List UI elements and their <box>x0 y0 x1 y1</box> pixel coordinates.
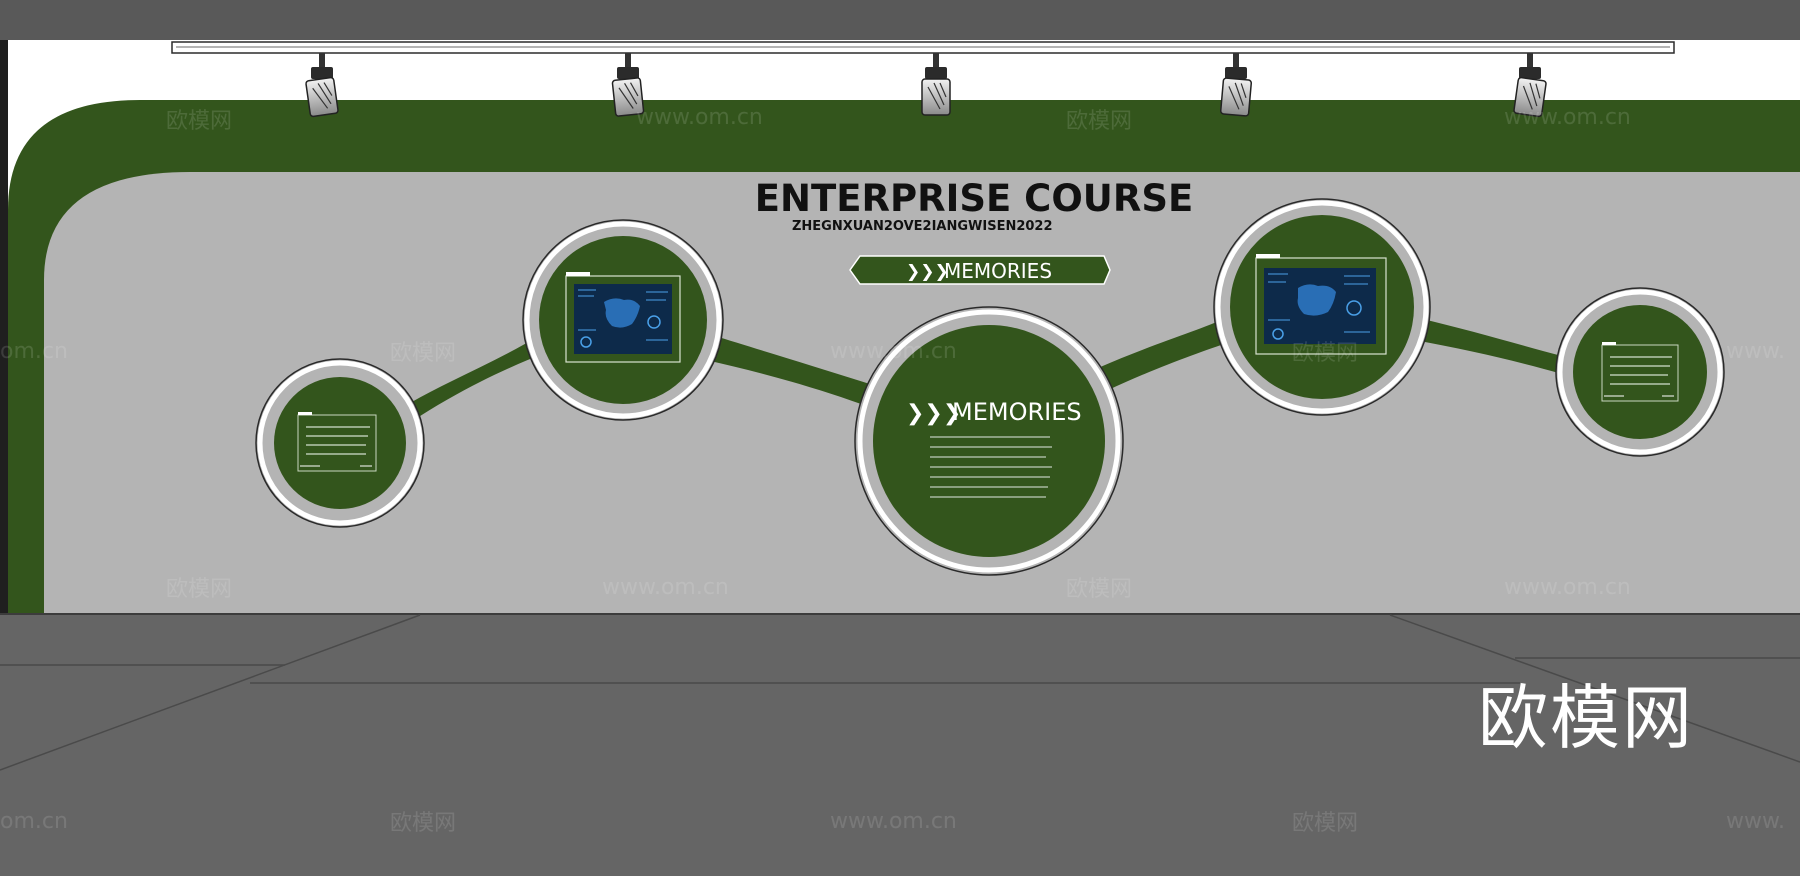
spotlight <box>921 53 951 116</box>
watermark-url: www.om.cn <box>830 339 957 364</box>
dashboard-widgets <box>1268 273 1370 333</box>
dashboard-widgets <box>578 289 668 341</box>
floor <box>0 614 1800 876</box>
screen-bezel <box>1255 257 1387 355</box>
watermark-brand: 欧模网 <box>390 341 456 366</box>
watermark-brand: 欧模网 <box>1066 577 1132 602</box>
banner-label: MEMORIES <box>944 259 1052 283</box>
medallion-center: ❯❯❯ MEMORIES <box>854 306 1124 576</box>
watermark-url: www.om.cn <box>830 809 957 834</box>
watermark-url: www.om.cn <box>602 575 729 600</box>
ribbon-1 <box>410 335 548 420</box>
spotlight <box>1513 53 1547 118</box>
center-chevrons: ❯❯❯ <box>906 401 961 426</box>
watermark-brand: 欧模网 <box>1066 109 1132 134</box>
medallion-1 <box>255 358 425 528</box>
banner-chevrons: ❯❯❯ <box>906 262 949 282</box>
medallion-5 <box>1555 287 1725 457</box>
watermark-url-prefix: www. <box>1726 809 1785 834</box>
watermark-url-partial: om.cn <box>0 339 68 364</box>
text-frame <box>297 414 377 472</box>
ribbon-2 <box>706 335 876 408</box>
left-edge <box>0 40 8 615</box>
floor-line <box>1389 614 1800 763</box>
center-text-lines <box>930 436 1052 498</box>
watermark-url: www.om.cn <box>1504 575 1631 600</box>
watermark-brand: 欧模网 <box>166 109 232 134</box>
screen-bezel <box>565 275 681 363</box>
watermark-url: www.om.cn <box>636 105 763 130</box>
watermark-brand: 欧模网 <box>1292 341 1358 366</box>
memories-banner: ❯❯❯ MEMORIES <box>849 255 1111 285</box>
map-shape <box>604 298 640 328</box>
timeline-ribbons <box>410 318 1562 420</box>
center-heading: MEMORIES <box>952 398 1082 426</box>
spotlight <box>1219 53 1253 117</box>
watermark-brand: 欧模网 <box>166 577 232 602</box>
ceiling <box>0 0 1800 40</box>
map-shape <box>1297 284 1336 316</box>
watermark-url: www.om.cn <box>1504 105 1631 130</box>
large-watermark-logo: 欧模网 <box>1478 677 1694 759</box>
floor-line <box>0 614 421 771</box>
ribbon-3 <box>1098 318 1230 392</box>
watermark-url-prefix: www. <box>1726 339 1785 364</box>
medallion-4 <box>1213 198 1431 416</box>
wall-title: ENTERPRISE COURSE <box>755 177 1194 220</box>
watermark-brand: 欧模网 <box>1292 811 1358 836</box>
text-lines <box>1610 356 1672 385</box>
ribbon-4 <box>1414 318 1562 374</box>
watermark-brand: 欧模网 <box>390 811 456 836</box>
watermarks: 欧模网 www.om.cn 欧模网 www.om.cn om.cn 欧模网 ww… <box>0 105 1785 836</box>
wall-subtitle: ZHEGNXUAN2OVE2IANGWISEN2022 <box>792 219 1053 234</box>
spotlights <box>305 53 1547 118</box>
text-frame <box>1601 344 1679 402</box>
text-lines <box>306 426 370 455</box>
spotlight <box>611 53 645 117</box>
watermark-url-partial: om.cn <box>0 809 68 834</box>
spotlight <box>305 53 339 118</box>
medallion-2 <box>522 219 724 421</box>
